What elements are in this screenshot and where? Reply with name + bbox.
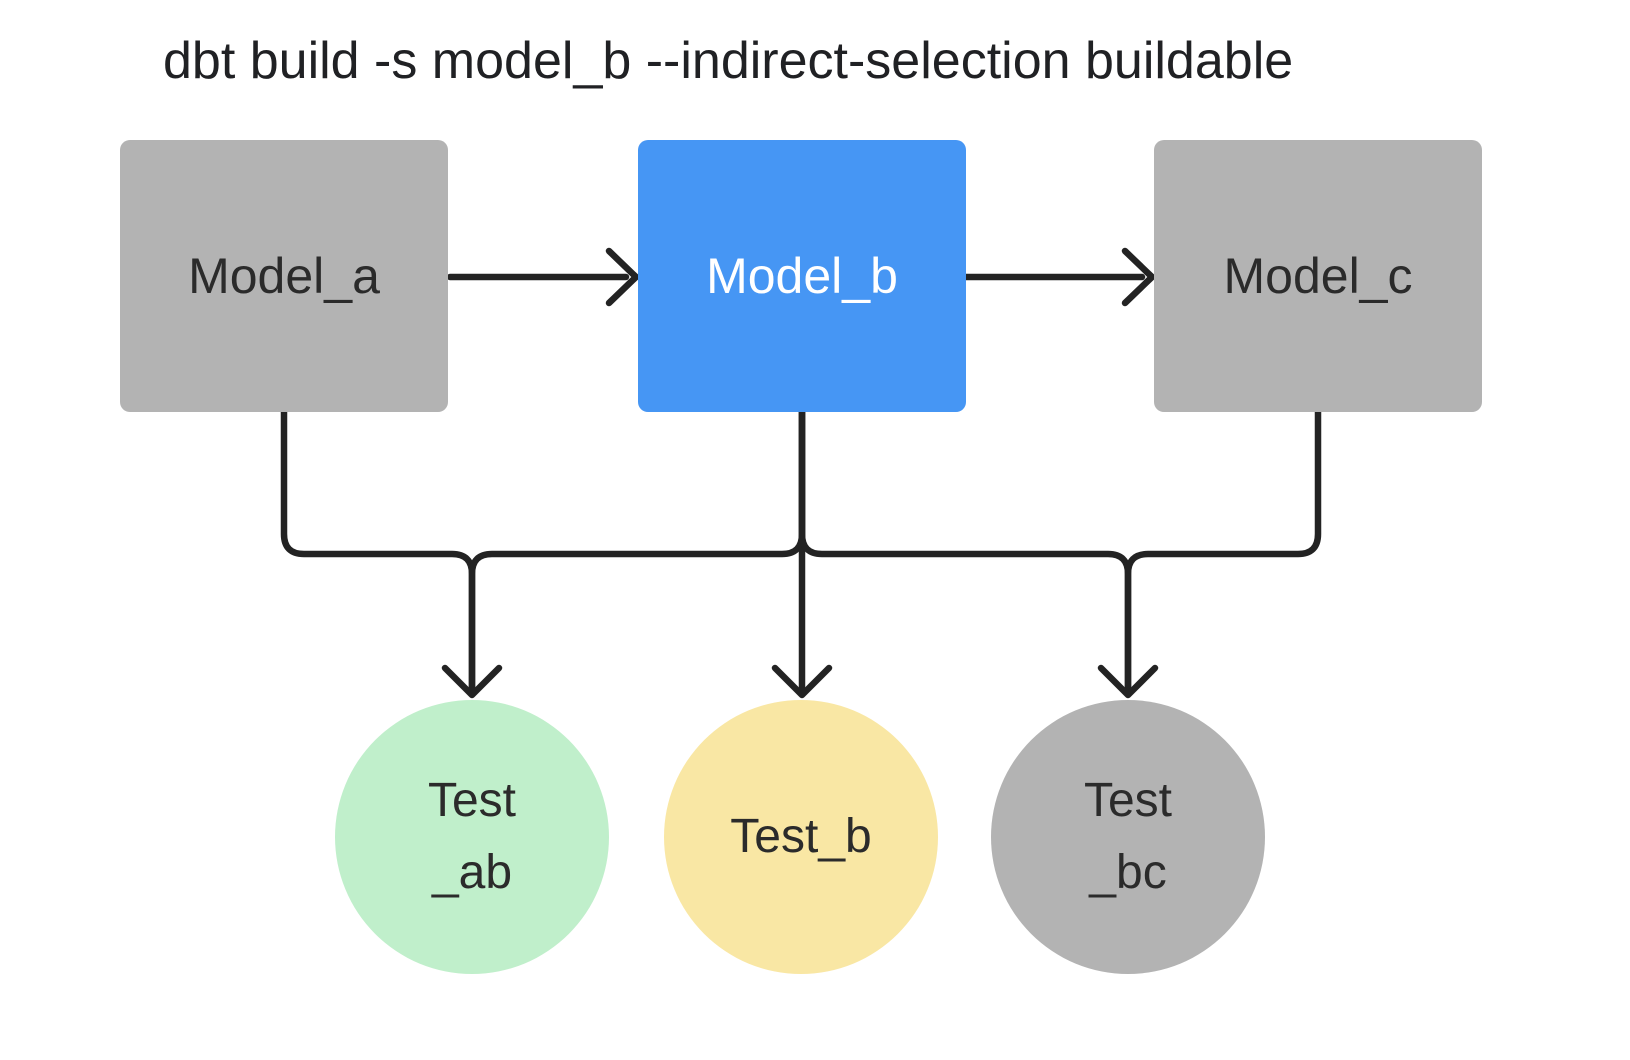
node-model-c-label: Model_c [1223, 248, 1413, 304]
edge-model-a-to-test-ab [280, 408, 476, 694]
arrowhead-test-b-icon [771, 664, 833, 699]
node-test-ab: Test _ab [335, 700, 609, 974]
node-test-ab-label-line1: Test [427, 774, 517, 827]
node-model-c: Model_c [1154, 140, 1482, 412]
arrowhead-model-c-icon [1121, 247, 1156, 307]
node-test-bc-label-line1: Test [1083, 774, 1173, 827]
edge-model-b-to-test-ab [468, 408, 806, 694]
arrowhead-test-bc-icon [1097, 664, 1159, 699]
arrowhead-model-b-icon [605, 247, 640, 307]
node-test-bc-label-line2: _bc [1089, 846, 1167, 899]
node-model-a-label: Model_a [188, 248, 380, 304]
node-test-ab-label-line2: _ab [431, 846, 513, 899]
command-title: dbt build -s model_b --indirect-selectio… [163, 32, 1294, 90]
node-test-bc: Test _bc [991, 700, 1265, 974]
edge-group [280, 247, 1322, 699]
node-test-b: Test_b [664, 700, 938, 974]
node-model-a: Model_a [120, 140, 448, 412]
node-model-b: Model_b [638, 140, 966, 412]
edge-model-b-to-test-bc [798, 408, 1132, 694]
node-test-b-label-line1: Test_b [730, 810, 872, 863]
node-model-b-label: Model_b [706, 248, 898, 304]
arrowhead-test-ab-icon [441, 664, 503, 699]
edge-model-c-to-test-bc [1124, 408, 1322, 694]
